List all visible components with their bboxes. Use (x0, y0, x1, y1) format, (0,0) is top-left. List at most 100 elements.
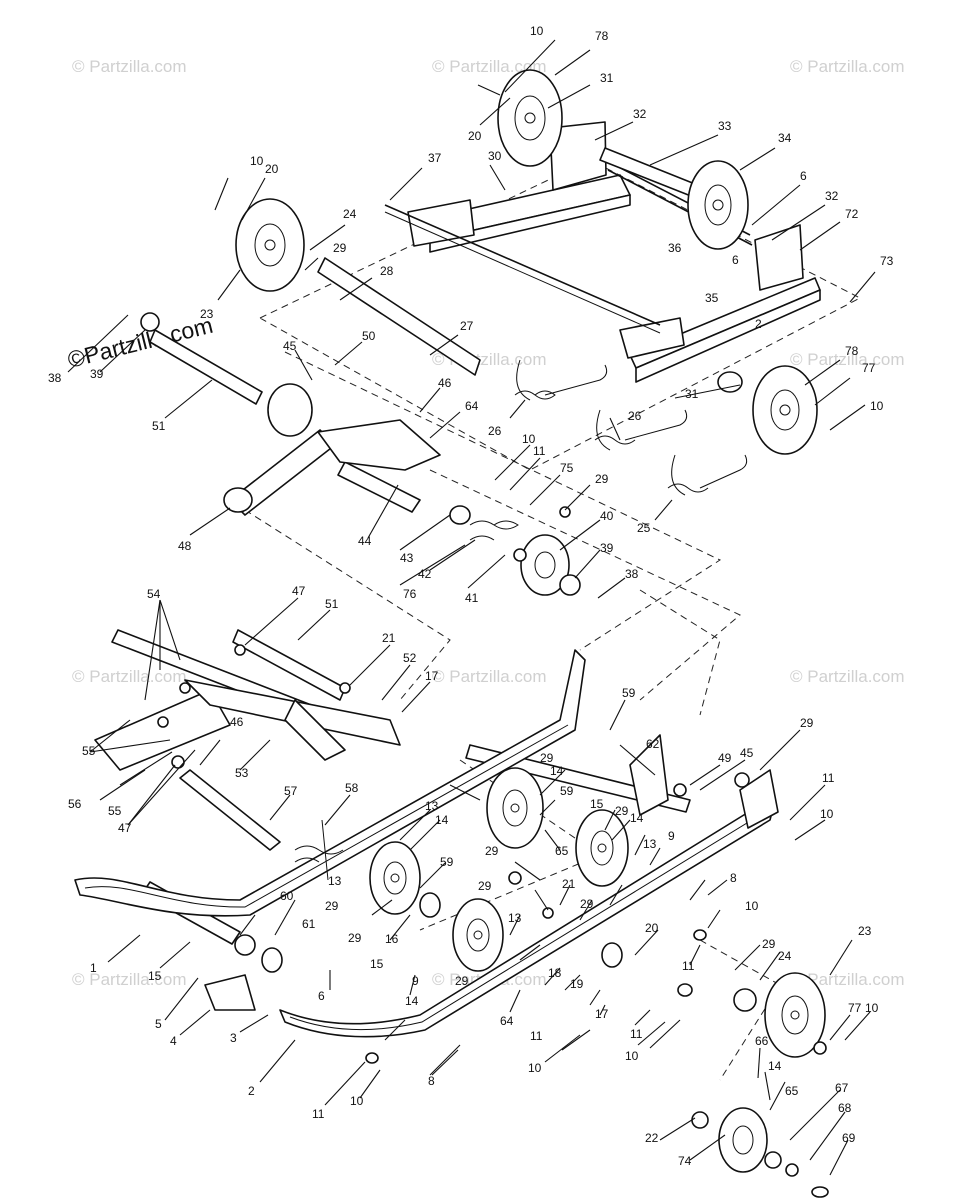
callout-29: 29 (762, 937, 776, 951)
callout-13: 14 (768, 1059, 782, 1073)
watermark: © Partzilla.com (432, 57, 547, 76)
callout-45: 45 (283, 339, 297, 353)
callout-5: 5 (155, 1017, 162, 1031)
callout-47: 47 (118, 821, 132, 835)
callout-77: 77 (848, 1001, 862, 1015)
callout-14: 15 (370, 957, 384, 971)
callout-36: 36 (668, 241, 682, 255)
callout-19: 19 (570, 977, 584, 991)
callout-29: 29 (800, 716, 814, 730)
callout-10: 10 (528, 1061, 542, 1075)
callout-39: 39 (600, 541, 614, 555)
callout-54: 53 (235, 766, 249, 780)
callout-48: 48 (178, 539, 192, 553)
callout-72: 72 (845, 207, 859, 221)
watermark: © Partzilla.com (790, 350, 905, 369)
upper-frame (384, 121, 821, 383)
callout-20: 20 (265, 162, 279, 176)
callout-10: 10 (870, 399, 884, 413)
watermarks: © Partzilla.com © Partzilla.com © Partzi… (72, 57, 905, 989)
callout-22: 22 (645, 1131, 659, 1145)
callout-76: 76 (403, 587, 417, 601)
callout-2: 2 (248, 1084, 255, 1098)
callout-1: 1 (90, 961, 97, 975)
callout-12: 13 (508, 911, 522, 925)
callout-29: 29 (455, 974, 469, 988)
callout-31: 31 (685, 387, 699, 401)
callout-41: 41 (465, 591, 479, 605)
callout-68: 66 (755, 1034, 769, 1048)
watermark: © Partzilla.com (72, 970, 187, 989)
callout-57: 56 (68, 797, 82, 811)
callout-32: 32 (633, 107, 647, 121)
callout-46: 46 (438, 376, 452, 390)
callout-23: 23 (858, 924, 872, 938)
callout-78: 78 (845, 344, 859, 358)
callout-12: 13 (425, 799, 439, 813)
callout-74: 74 (678, 1154, 692, 1168)
callout-10: 10 (625, 1049, 639, 1063)
callout-10: 10 (522, 432, 536, 446)
callout-20: 20 (468, 129, 482, 143)
callout-70: 68 (838, 1101, 852, 1115)
callout-28: 28 (380, 264, 394, 278)
callout-11: 11 (822, 771, 835, 785)
callout-77: 77 (862, 361, 876, 375)
callout-labels: 10 78 31 20 32 33 34 30 37 6 32 72 10 20… (48, 24, 894, 1168)
callout-11: 11 (530, 1029, 543, 1043)
callout-65: 64 (500, 1014, 514, 1028)
callout-29: 29 (615, 804, 629, 818)
callout-11: 11 (630, 1027, 643, 1041)
callout-29: 29 (478, 879, 492, 893)
callout-59: 58 (345, 781, 359, 795)
callout-29: 29 (485, 844, 499, 858)
callout-78: 78 (595, 29, 609, 43)
callout-51: 51 (152, 419, 166, 433)
callout-26: 26 (628, 409, 642, 423)
callout-75: 75 (560, 461, 574, 475)
idler-wheels (235, 69, 826, 1173)
springs (294, 359, 748, 881)
callout-6: 6 (800, 169, 807, 183)
leader-lines (67, 39, 876, 1176)
callout-23: 23 (200, 307, 214, 321)
callout-40: 40 (600, 509, 614, 523)
callout-58: 57 (284, 784, 298, 798)
callout-67: 65 (785, 1084, 799, 1098)
callout-12: 13 (328, 874, 342, 888)
callout-9: 9 (412, 974, 419, 988)
callout-38: 38 (625, 567, 639, 581)
callout-31: 31 (600, 71, 614, 85)
watermark: © Partzilla.com (790, 970, 905, 989)
callout-18: 18 (548, 966, 562, 980)
callout-29: 29 (540, 751, 554, 765)
callout-11: 11 (682, 959, 695, 973)
callout-38: 38 (48, 371, 62, 385)
callout-13: 14 (550, 764, 564, 778)
callout-14: 15 (590, 797, 604, 811)
watermark: © Partzilla.com (72, 667, 187, 686)
callout-26: 26 (488, 424, 502, 438)
callout-17: 17 (425, 669, 439, 683)
callout-10: 10 (250, 154, 264, 168)
callout-29: 29 (348, 931, 362, 945)
callout-8: 8 (730, 871, 737, 885)
watermark: © Partzilla.com (790, 57, 905, 76)
callout-69: 67 (835, 1081, 849, 1095)
callout-49: 49 (718, 751, 732, 765)
watermark: © Partzilla.com (72, 57, 187, 76)
callout-61: 60 (280, 889, 294, 903)
callout-29: 29 (595, 472, 609, 486)
callout-8: 8 (428, 1074, 435, 1088)
callout-34: 34 (778, 131, 792, 145)
callout-56: 55 (108, 804, 122, 818)
callout-17: 17 (595, 1007, 609, 1021)
callout-11: 11 (533, 444, 546, 458)
callout-56: 55 (82, 744, 96, 758)
callout-27: 27 (460, 319, 474, 333)
callout-46: 46 (230, 715, 244, 729)
callout-6: 6 (318, 989, 325, 1003)
callout-35: 35 (705, 291, 719, 305)
callout-32: 32 (825, 189, 839, 203)
callout-60: 59 (440, 855, 454, 869)
